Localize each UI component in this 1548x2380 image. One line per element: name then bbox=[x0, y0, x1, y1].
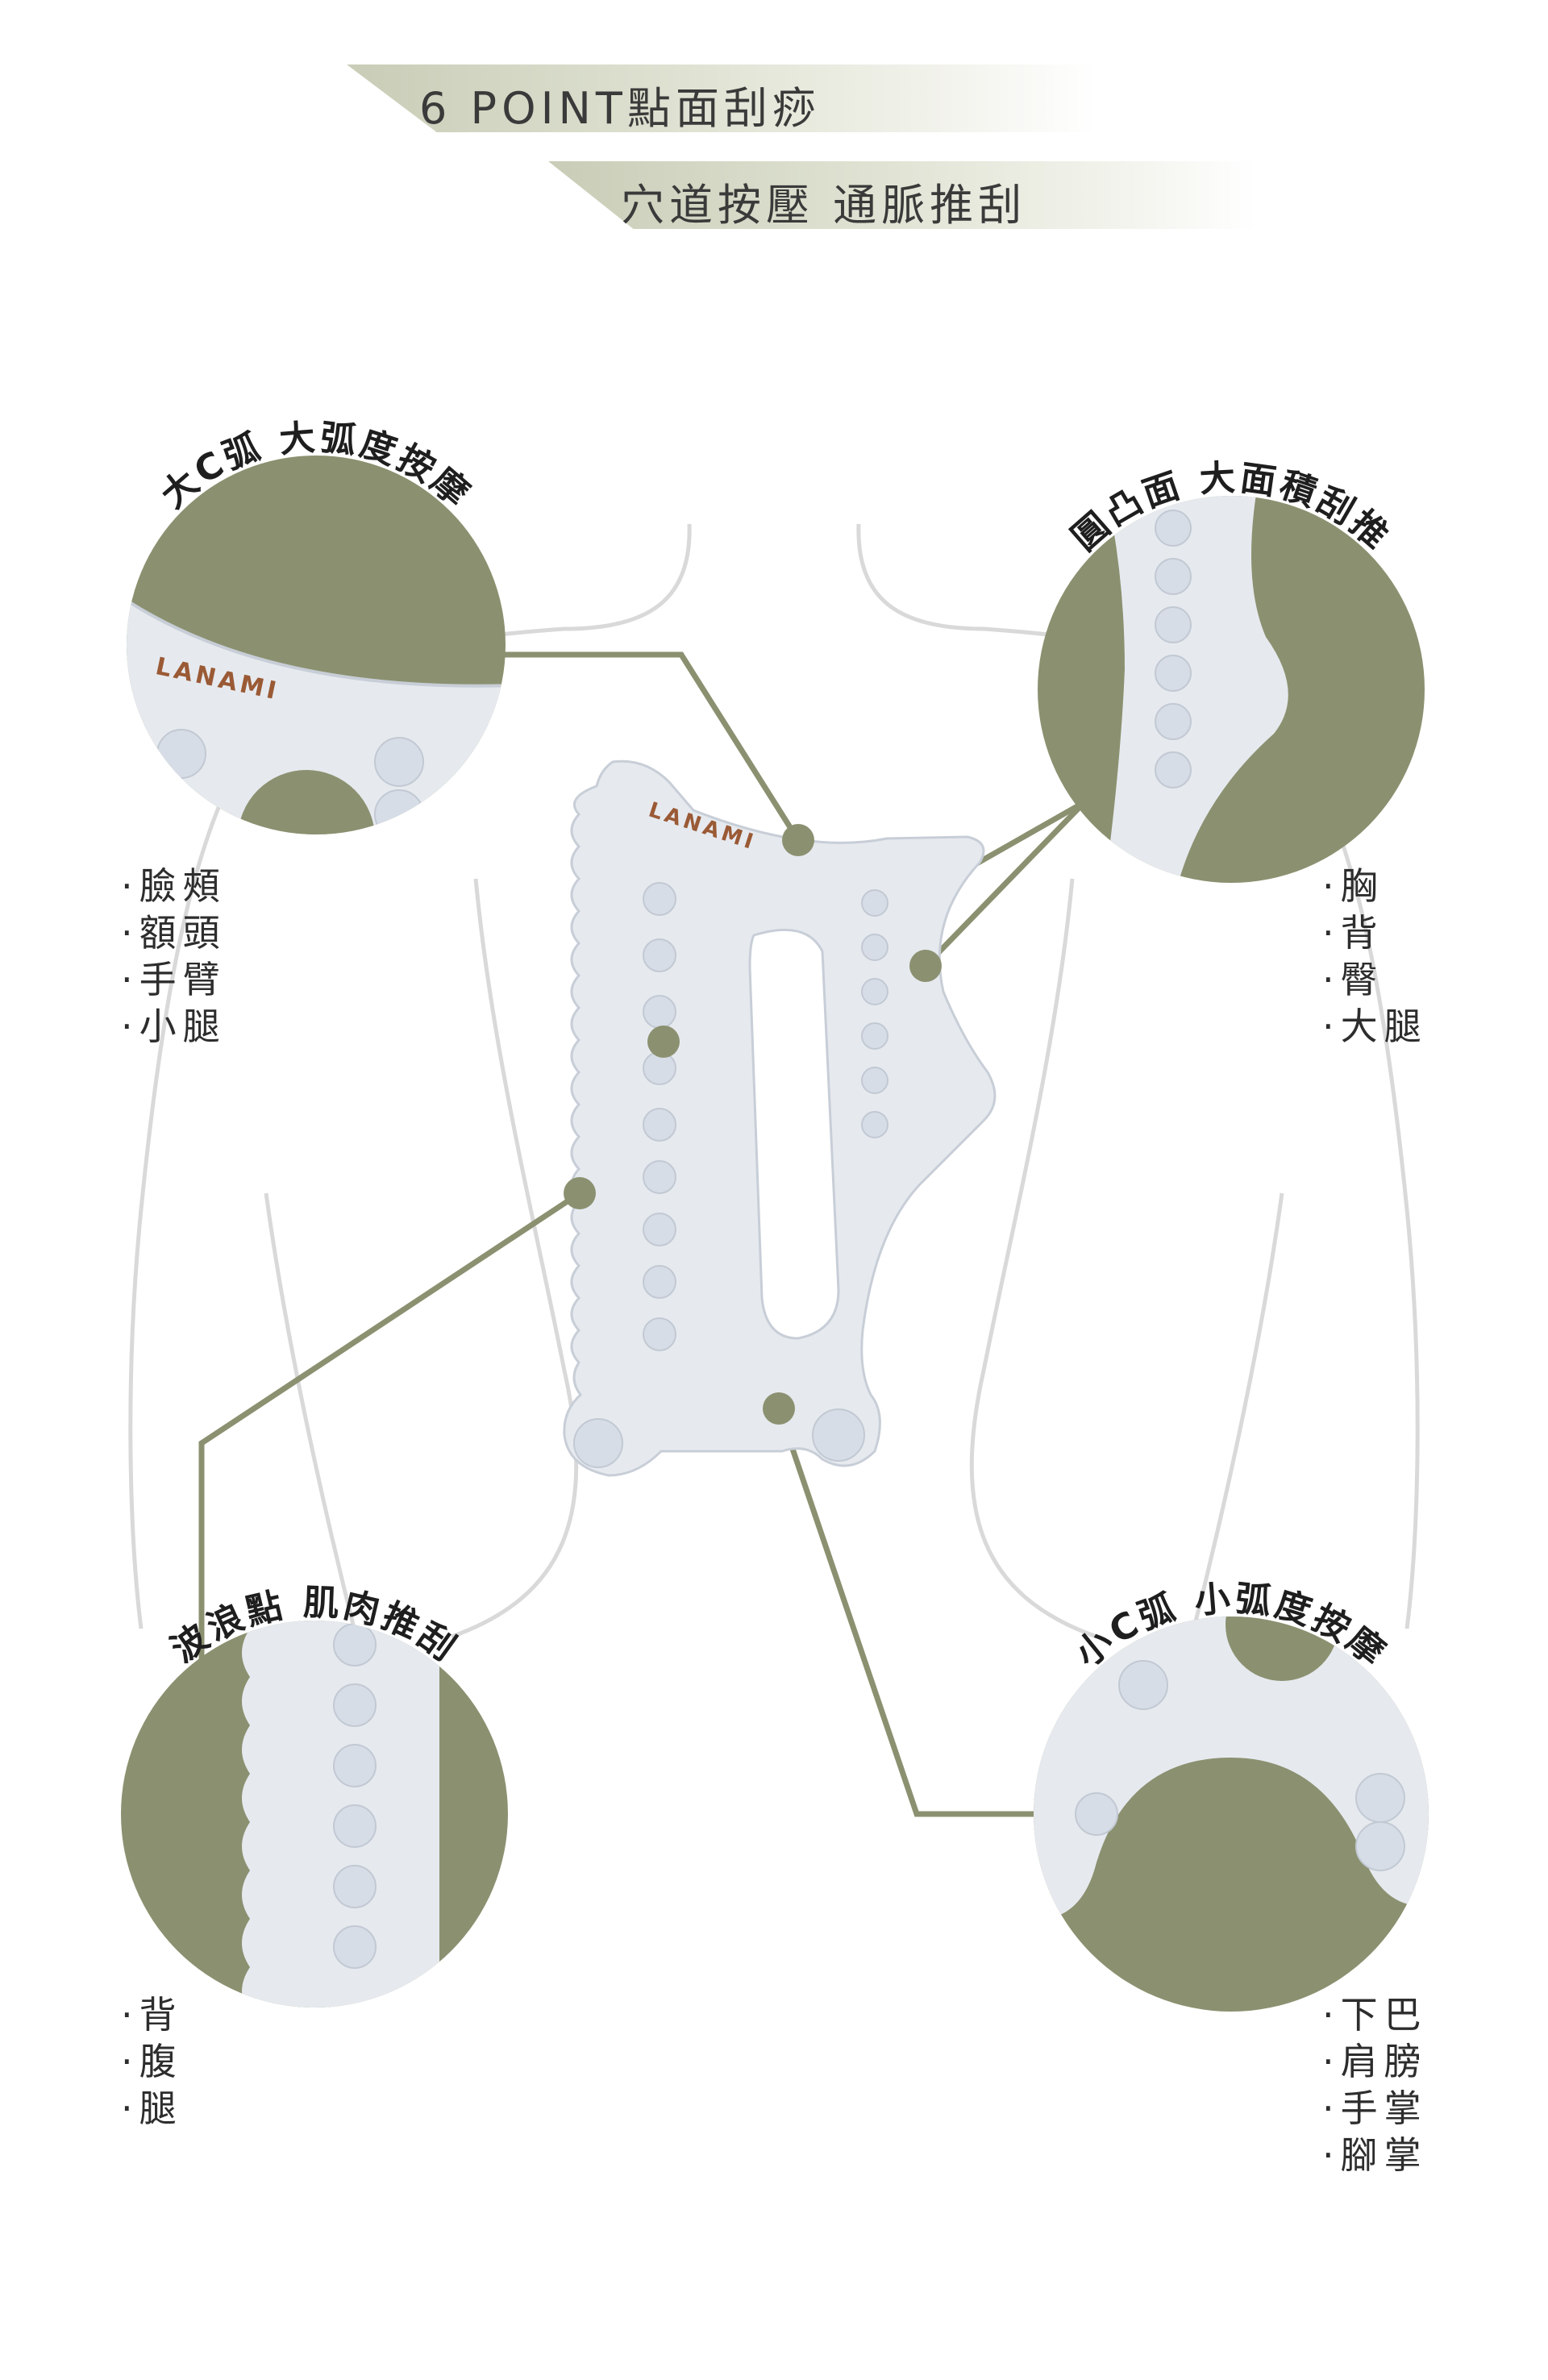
uses-large-c-arc: ·臉頰 ·額頭 ·手臂 ·小腿 bbox=[121, 863, 227, 1050]
detail-circle-large-c-arc: LANAMI bbox=[127, 456, 506, 834]
list-item: ·小腿 bbox=[121, 1005, 227, 1048]
header-subtitle: 穴道按壓 通脈推刮 bbox=[621, 180, 1027, 231]
list-item: ·手臂 bbox=[121, 958, 227, 1001]
uses-convex-surface: ·胸 ·背 ·臀 ·大腿 bbox=[1322, 863, 1428, 1050]
list-item: ·大腿 bbox=[1322, 1005, 1428, 1048]
list-item: ·腳掌 bbox=[1322, 2133, 1428, 2177]
list-item: ·胸 bbox=[1322, 864, 1384, 908]
detail-circle-wave-points bbox=[121, 1621, 508, 2008]
list-item: ·腹 bbox=[121, 2040, 183, 2083]
list-item: ·臀 bbox=[1322, 958, 1384, 1001]
list-item: ·手掌 bbox=[1322, 2087, 1428, 2130]
list-item: ·背 bbox=[121, 1993, 183, 2037]
detail-circle-convex-surface bbox=[1038, 496, 1425, 883]
list-item: ·肩膀 bbox=[1322, 2040, 1428, 2083]
list-item: ·額頭 bbox=[121, 911, 227, 955]
header-banner-2 bbox=[548, 161, 1258, 229]
header-banner-1 bbox=[347, 64, 1096, 132]
uses-wave-points: ·背 ·腹 ·腿 bbox=[121, 1991, 183, 2132]
connector-dots bbox=[564, 824, 942, 1425]
header-title: 6 POINT點面刮痧 bbox=[419, 83, 821, 134]
uses-small-c-arc: ·下巴 ·肩膀 ·手掌 ·腳掌 bbox=[1322, 1991, 1428, 2178]
list-item: ·腿 bbox=[121, 2087, 183, 2130]
list-item: ·臉頰 bbox=[121, 864, 227, 908]
gua-sha-tool: LANAMI bbox=[563, 759, 997, 1477]
list-item: ·背 bbox=[1322, 911, 1384, 955]
list-item: ·下巴 bbox=[1322, 1993, 1428, 2037]
detail-circle-small-c-arc bbox=[1034, 1616, 1429, 2012]
